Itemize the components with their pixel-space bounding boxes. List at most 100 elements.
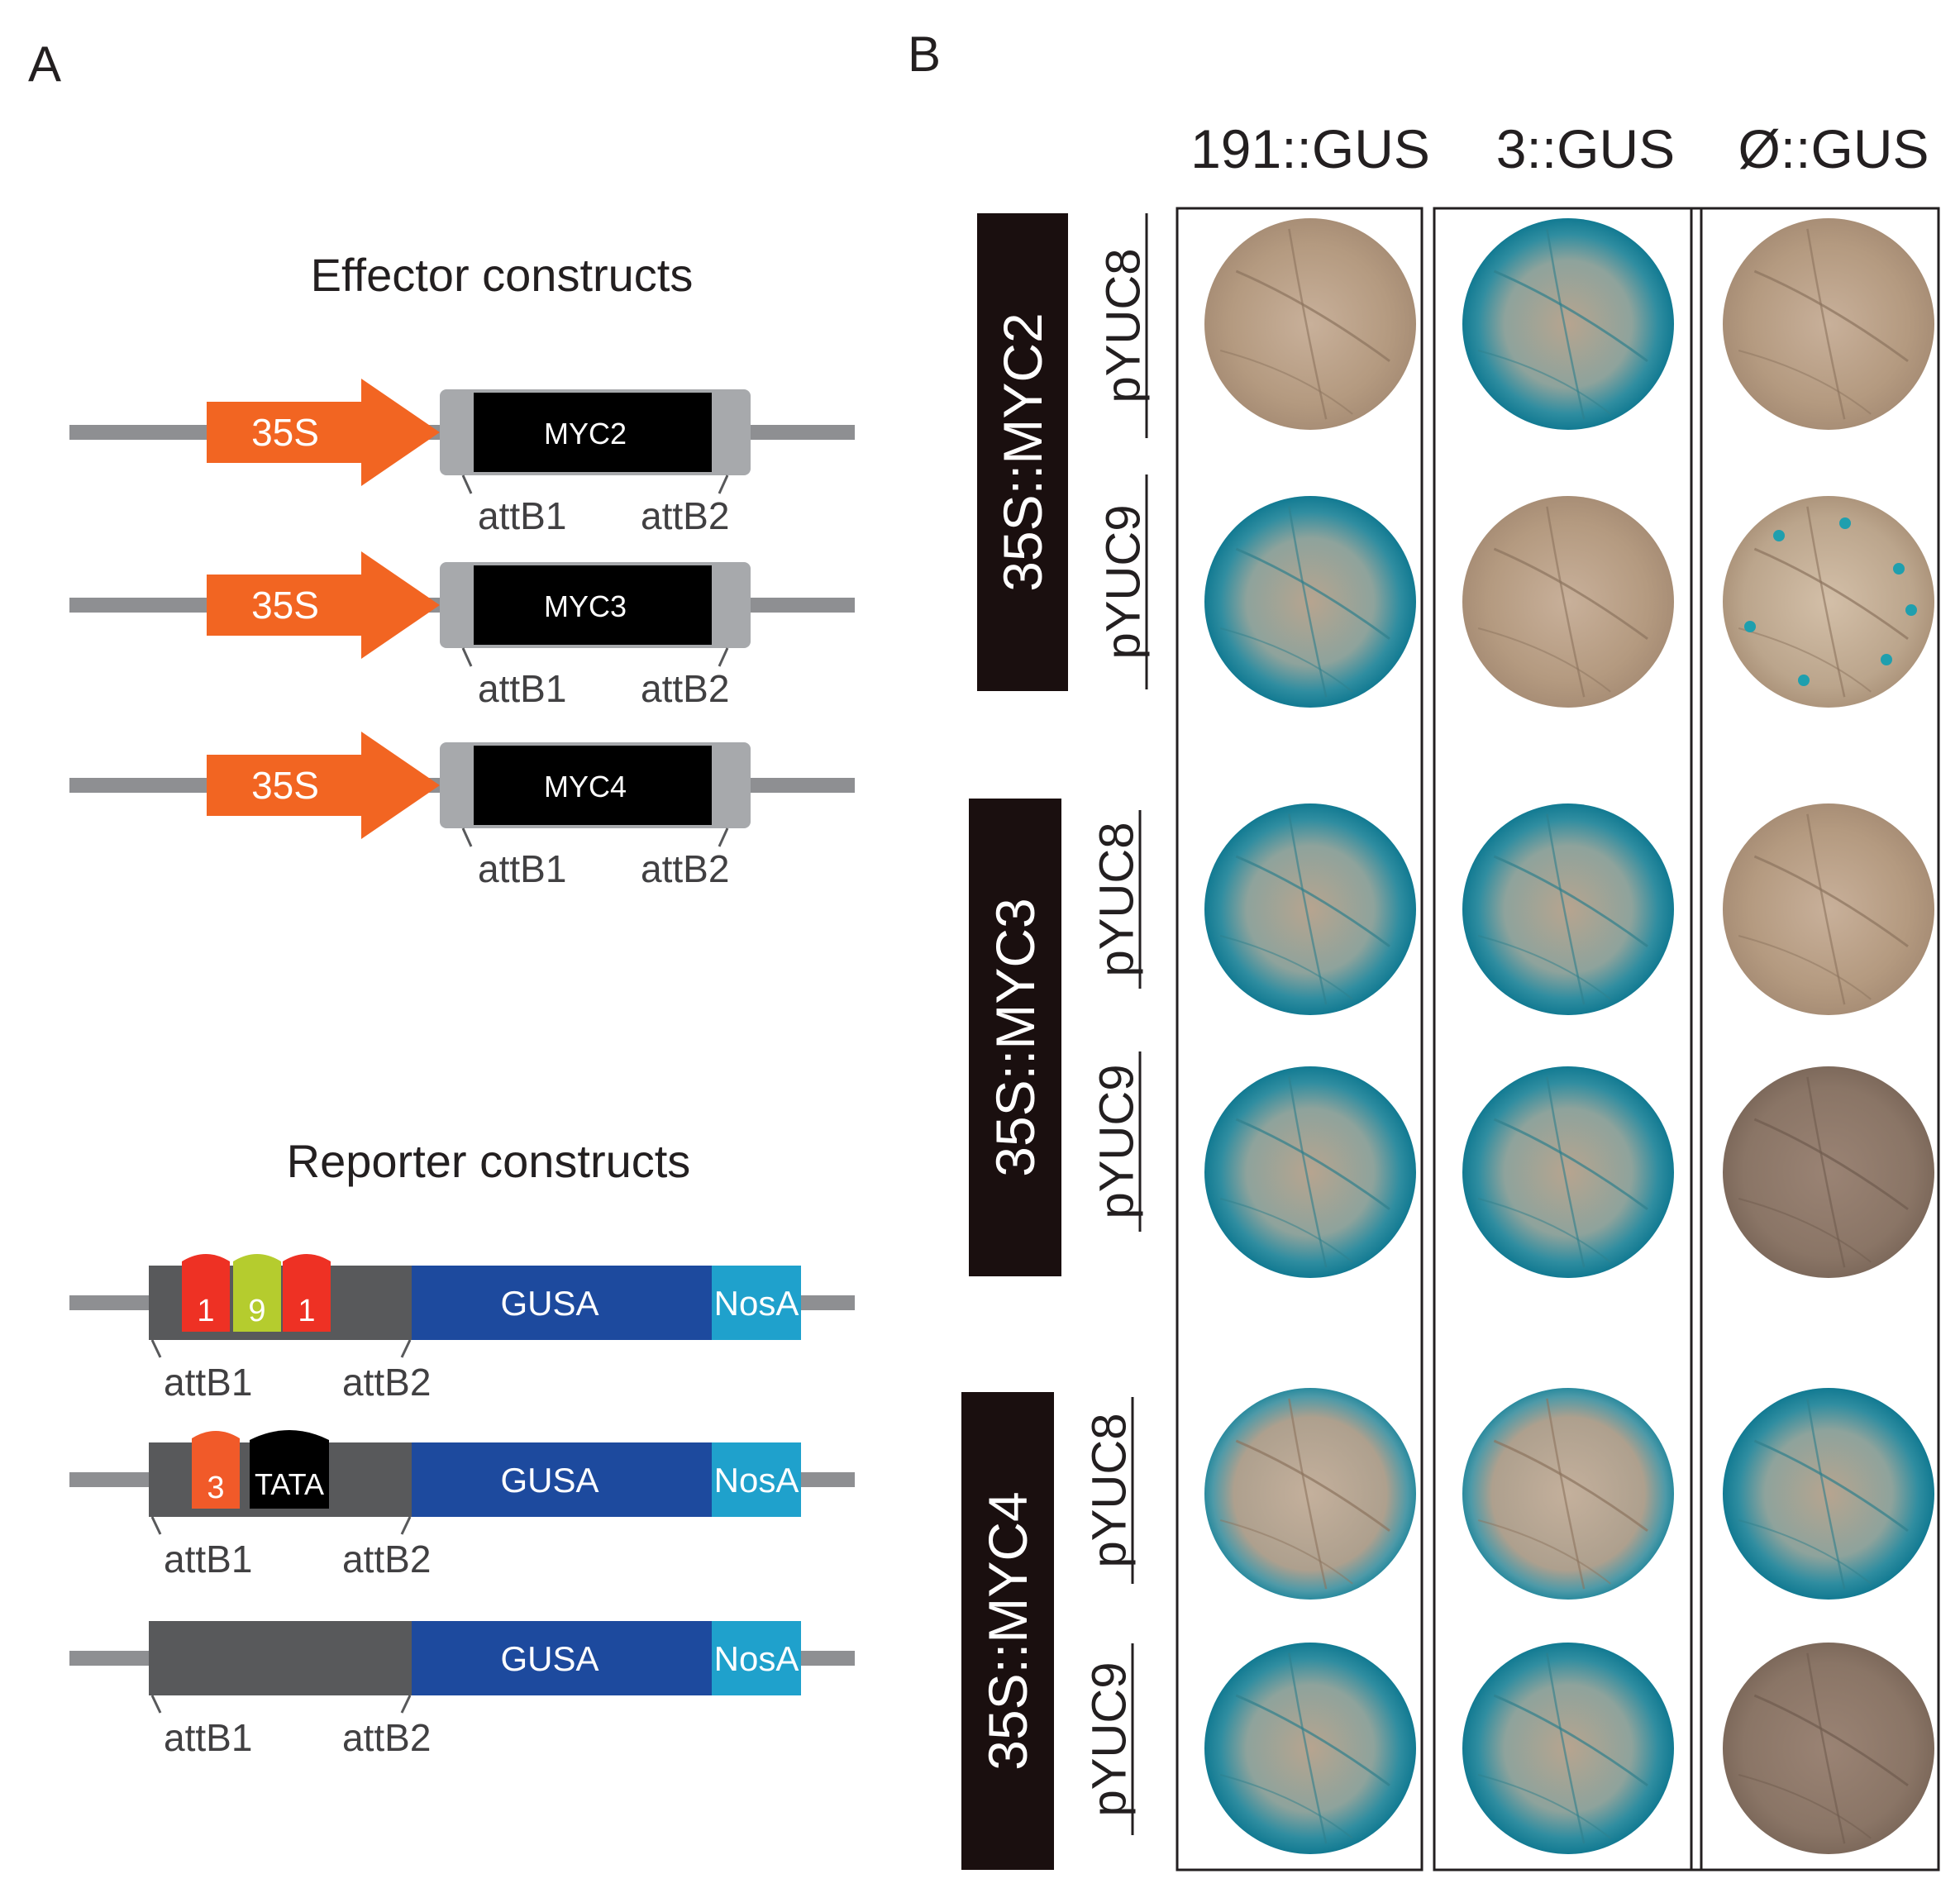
- leaf-disc-fill: [1204, 496, 1416, 708]
- leaf-disc-fill: [1204, 1643, 1416, 1854]
- leaf-disc: [1462, 803, 1674, 1015]
- leaf-vein: [1288, 506, 1328, 698]
- leaf-vein: [1546, 506, 1586, 698]
- leaf-vein: [1806, 1076, 1846, 1268]
- leaf-vein: [1546, 813, 1586, 1005]
- promoter-element: [182, 1254, 230, 1332]
- row-label: pYUC8: [1090, 823, 1144, 977]
- tata-box: [250, 1430, 329, 1509]
- leaf-disc-fill: [1723, 1643, 1934, 1854]
- leaf-disc: [1723, 218, 1934, 430]
- gusa-label: GUSA: [500, 1284, 598, 1323]
- leaf-disc-fill: [1462, 803, 1674, 1015]
- leaf-disc-fill: [1204, 803, 1416, 1015]
- gusa-box: [412, 1442, 713, 1517]
- att-left-label: attB1: [164, 1361, 252, 1404]
- leaf-disc: [1204, 1643, 1416, 1854]
- leaf-disc: [1462, 1643, 1674, 1854]
- element-label: TATA: [255, 1467, 324, 1501]
- gusa-box: [412, 1621, 713, 1695]
- element-label: 3: [207, 1471, 224, 1505]
- cds-box: [474, 565, 712, 645]
- gus-spot: [1798, 675, 1810, 686]
- leaf-disc: [1462, 218, 1674, 430]
- att-left-label: attB1: [164, 1716, 252, 1759]
- gene-label: MYC3: [544, 589, 627, 623]
- leaf-vein: [1546, 1398, 1586, 1590]
- column-header: 191::GUS: [1190, 118, 1430, 179]
- leaf-vein: [1806, 228, 1846, 420]
- nosa-box: [712, 1442, 801, 1517]
- effector-label: 35S::MYC4: [977, 1491, 1038, 1770]
- promoter-arrow: [207, 732, 440, 839]
- leaf-vein: [1219, 627, 1353, 693]
- leaf-vein: [1477, 935, 1611, 1000]
- element-label: 1: [197, 1294, 214, 1328]
- row-label: pYUC8: [1097, 249, 1151, 403]
- effector-label-box: [961, 1392, 1054, 1870]
- leaf-disc: [1723, 803, 1934, 1015]
- leaf-disc-fill: [1204, 218, 1416, 430]
- row-label: pYUC9: [1097, 505, 1151, 660]
- leaf-vein: [1546, 1076, 1586, 1268]
- nosa-label: NosA: [714, 1461, 799, 1500]
- leaf-vein: [1806, 1652, 1846, 1844]
- leaf-vein: [1477, 350, 1611, 415]
- promoter-element: [192, 1431, 240, 1509]
- gus-spot: [1773, 530, 1785, 541]
- leaf-disc-fill: [1723, 1066, 1934, 1278]
- att-right-label: attB2: [641, 667, 729, 710]
- leaf-disc: [1723, 1388, 1934, 1600]
- leaf-disc: [1204, 1388, 1416, 1600]
- att-right-tick: [400, 1695, 412, 1714]
- att-right-tick: [400, 1339, 412, 1358]
- cds-box: [474, 746, 712, 825]
- column-frame: [1176, 207, 1424, 1872]
- leaf-vein: [1753, 1439, 1909, 1533]
- effector-label: 35S::MYC3: [985, 898, 1046, 1176]
- gus-spot: [1881, 654, 1892, 665]
- leaf-vein: [1288, 1652, 1328, 1844]
- nosa-label: NosA: [714, 1284, 799, 1323]
- leaf-vein: [1493, 1694, 1648, 1787]
- row-label: pYUC8: [1083, 1414, 1137, 1568]
- leaf-vein: [1288, 813, 1328, 1005]
- att-left-label: attB1: [478, 494, 566, 537]
- att-right-label: attB2: [342, 1361, 431, 1404]
- leaf-disc-fill: [1462, 218, 1674, 430]
- column-frame: [1690, 207, 1940, 1872]
- leaf-disc-fill: [1462, 1066, 1674, 1278]
- leaf-vein: [1219, 1774, 1353, 1839]
- gusa-label: GUSA: [500, 1461, 598, 1500]
- gus-spot: [1893, 563, 1905, 575]
- leaf-vein: [1753, 547, 1909, 641]
- leaf-vein: [1235, 1439, 1390, 1533]
- gene-label: MYC4: [544, 770, 627, 803]
- effector-label: 35S::MYC2: [992, 312, 1053, 591]
- leaf-disc-fill: [1204, 1388, 1416, 1600]
- gus-spot: [1744, 621, 1756, 632]
- leaf-disc: [1204, 218, 1416, 430]
- att-left-label: attB1: [478, 667, 566, 710]
- leaf-vein: [1738, 350, 1872, 415]
- leaf-disc: [1462, 1066, 1674, 1278]
- att-right-tick: [400, 1516, 412, 1535]
- promoter-label: 35S: [251, 764, 319, 807]
- panel-b-label: B: [908, 26, 941, 82]
- leaf-disc-fill: [1723, 803, 1934, 1015]
- gus-spot: [1839, 517, 1851, 529]
- gus-spot: [1905, 604, 1917, 616]
- leaf-disc-fill: [1723, 1388, 1934, 1600]
- att-right-label: attB2: [641, 494, 729, 537]
- att-right-tick: [718, 827, 729, 847]
- att-right-label: attB2: [342, 1716, 431, 1759]
- leaf-disc-fill: [1462, 496, 1674, 708]
- leaf-vein: [1753, 1118, 1909, 1211]
- leaf-disc-fill: [1462, 1388, 1674, 1600]
